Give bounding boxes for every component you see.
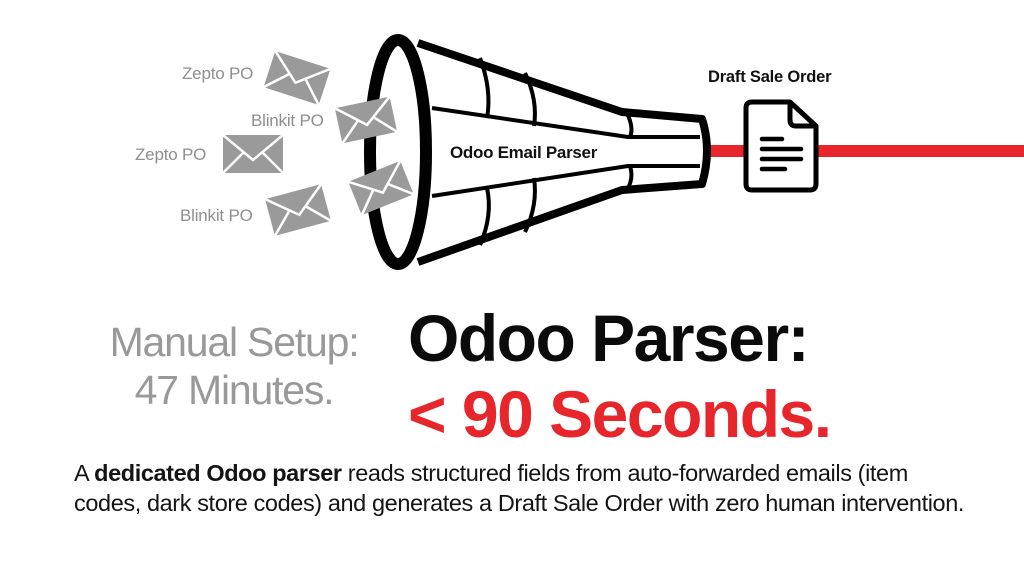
description-bold: dedicated Odoo parser bbox=[94, 460, 342, 486]
odoo-parser-time: < 90 Seconds. bbox=[408, 377, 832, 451]
document-icon bbox=[743, 99, 819, 193]
output-label: Draft Sale Order bbox=[708, 68, 832, 86]
input-label-zepto-po-1: Zepto PO bbox=[182, 64, 254, 83]
input-label-zepto-po-2: Zepto PO bbox=[135, 145, 207, 164]
input-label-blinkit-po-2: Blinkit PO bbox=[180, 206, 253, 225]
manual-setup-label: Manual Setup: bbox=[109, 319, 360, 365]
odoo-parser-label: Odoo Parser: bbox=[408, 301, 810, 375]
description-prefix: A bbox=[74, 460, 95, 486]
parser-flow-diagram bbox=[222, 34, 1024, 270]
description-rest: reads structured fields from auto-forwar… bbox=[74, 460, 965, 516]
envelope-icon-3 bbox=[222, 134, 284, 174]
description-text: A dedicated Odoo parser reads structured… bbox=[74, 458, 974, 518]
funnel-label: Odoo Email Parser bbox=[450, 143, 598, 162]
manual-setup-stat: Manual Setup: 47 Minutes. bbox=[84, 318, 384, 414]
input-label-blinkit-po-1: Blinkit PO bbox=[251, 111, 324, 130]
envelope-icon-2 bbox=[334, 95, 398, 145]
manual-setup-time: 47 Minutes. bbox=[134, 367, 335, 413]
funnel-icon bbox=[364, 34, 711, 270]
envelope-icon-1 bbox=[262, 50, 331, 106]
envelope-icon-4 bbox=[264, 183, 332, 237]
odoo-parser-stat: Odoo Parser: < 90 Seconds. bbox=[408, 300, 832, 452]
envelope-icon-5 bbox=[347, 160, 415, 216]
